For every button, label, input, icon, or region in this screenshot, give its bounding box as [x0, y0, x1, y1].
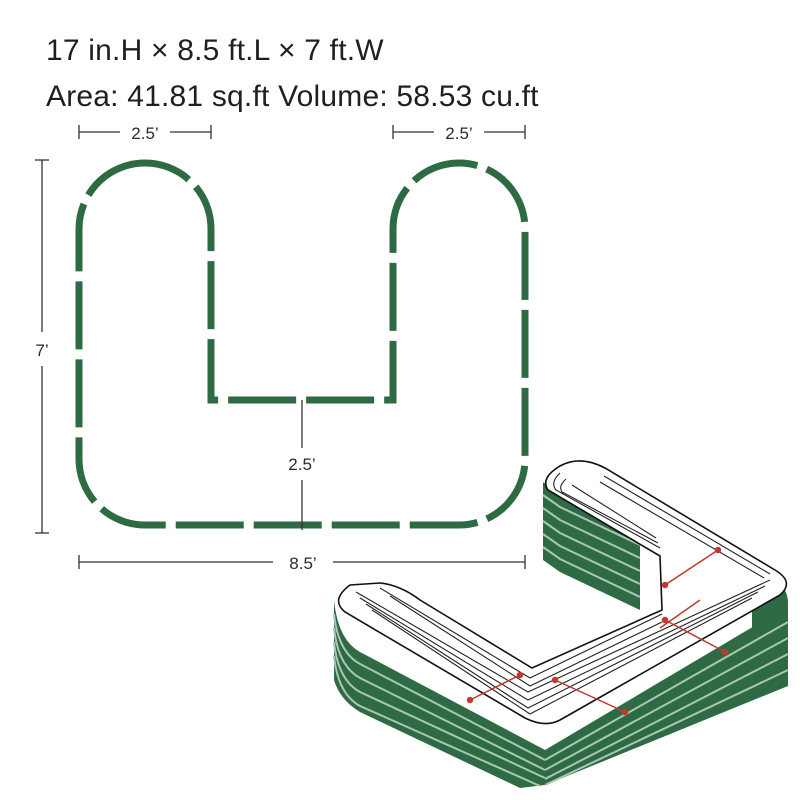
total-length-label: 8.5’: [289, 554, 316, 573]
top-view-outline: [75, 159, 529, 529]
base-depth-label: 2.5’: [288, 455, 315, 474]
left-arm-width-label: 2.5’: [131, 124, 158, 143]
dimension-lines: [35, 125, 526, 569]
dimensions-title: 17 in.H × 8.5 ft.L × 7 ft.W: [46, 34, 384, 67]
u-bed-outline: [75, 159, 529, 529]
isometric-bed-render: [333, 460, 789, 788]
interior-ribs: [355, 472, 771, 715]
right-arm-width-label: 2.5’: [445, 124, 472, 143]
area-volume-title: Area: 41.81 sq.ft Volume: 58.53 cu.ft: [46, 80, 539, 113]
connector-rods: [466, 546, 729, 716]
height-label: 7’: [35, 341, 48, 360]
left-arm-walls: [333, 600, 546, 788]
